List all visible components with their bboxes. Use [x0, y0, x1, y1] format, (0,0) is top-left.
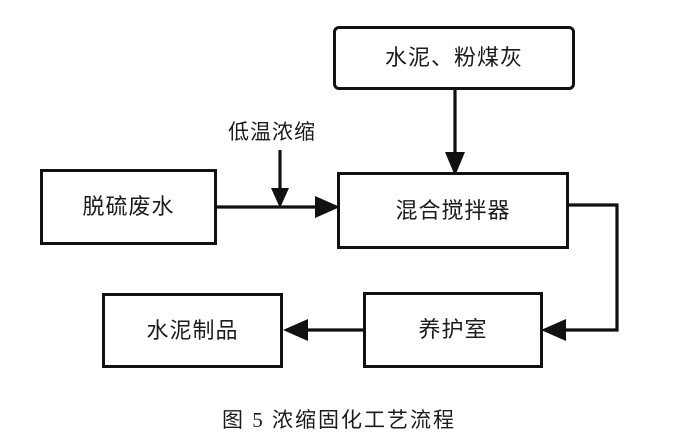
node-cement-flyash[interactable]: 水泥、粉煤灰 [333, 26, 575, 90]
node-cement-products-label: 水泥制品 [146, 317, 239, 343]
node-mixing-agitator-label: 混合搅拌器 [395, 197, 511, 223]
node-curing-room-label: 养护室 [418, 317, 488, 342]
arrow-cement-flyash-to-mixer [445, 89, 465, 176]
figure-caption: 图 5 浓缩固化工艺流程 [222, 408, 456, 432]
arrow-mixer-to-curing-room [541, 203, 619, 341]
node-desulfurization-wastewater-label: 脱硫废水 [82, 194, 175, 219]
node-desulfurization-wastewater[interactable]: 脱硫废水 [40, 169, 217, 245]
arrow-low-temperature-concentration [271, 150, 289, 208]
edge-label-low-temperature-concentration: 低温浓缩 [228, 121, 316, 144]
node-cement-products[interactable]: 水泥制品 [102, 293, 283, 368]
node-cement-flyash-label: 水泥、粉煤灰 [384, 45, 523, 70]
arrow-wastewater-to-mixer [216, 196, 340, 218]
node-mixing-agitator[interactable]: 混合搅拌器 [337, 172, 569, 249]
node-curing-room[interactable]: 养护室 [363, 292, 543, 368]
arrow-curing-room-to-cement-products [283, 319, 363, 341]
